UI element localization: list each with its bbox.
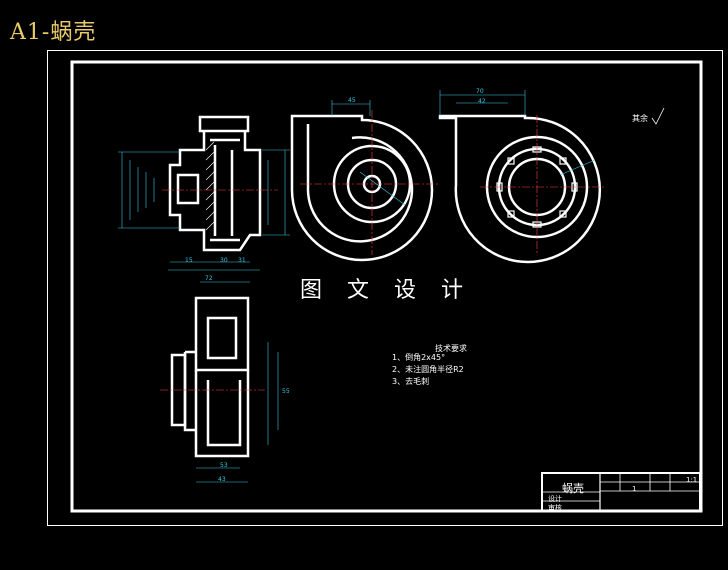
dimension-label: 31 bbox=[238, 257, 246, 264]
dimension-label: 30 bbox=[220, 257, 228, 264]
dimension-label: 15 bbox=[185, 257, 193, 264]
title-block bbox=[541, 472, 701, 512]
roughness-note: 其余 bbox=[632, 114, 648, 123]
right-view-dimensions bbox=[439, 90, 596, 176]
side-section-hatching bbox=[205, 141, 215, 231]
front-view-centerlines bbox=[300, 110, 440, 255]
title-block-quantity: 1 bbox=[632, 485, 637, 493]
dimension-label: 43 bbox=[218, 476, 226, 483]
outer-frame bbox=[47, 50, 723, 526]
right-end-view bbox=[438, 114, 602, 264]
dimension-label: 45 bbox=[348, 97, 356, 104]
dimension-label: 42 bbox=[478, 98, 486, 105]
watermark-text: 图 文 设 计 bbox=[300, 278, 472, 303]
top-view-dimensions bbox=[196, 342, 279, 483]
front-view-dimensions bbox=[331, 100, 406, 206]
dimension-label: 55 bbox=[282, 388, 290, 395]
tech-requirement-item: 1、倒角2x45° bbox=[392, 353, 446, 362]
title-block-designed-by: 设计 bbox=[548, 495, 562, 503]
title-block-checked-by: 审核 bbox=[548, 504, 562, 512]
dimension-label: 72 bbox=[205, 275, 213, 282]
drawing-caption: A1-蜗壳 bbox=[10, 20, 97, 45]
side-section-view bbox=[168, 115, 262, 252]
inner-frame bbox=[70, 60, 703, 513]
bottom-top-view bbox=[170, 296, 250, 458]
dimension-label: 53 bbox=[220, 462, 228, 469]
dimension-label: 70 bbox=[476, 88, 484, 95]
tech-requirement-item: 2、未注圆角半径R2 bbox=[392, 365, 464, 374]
tech-requirement-item: 3、去毛刺 bbox=[392, 377, 430, 386]
side-view-dimensions bbox=[118, 149, 290, 283]
roughness-symbol bbox=[651, 107, 665, 125]
front-volute-view bbox=[290, 114, 434, 262]
title-block-scale: 1:1 bbox=[686, 476, 698, 484]
tech-requirements-title: 技术要求 bbox=[435, 344, 467, 353]
title-block-part-name: 蜗壳 bbox=[562, 482, 584, 495]
right-view-centerlines bbox=[480, 115, 605, 255]
